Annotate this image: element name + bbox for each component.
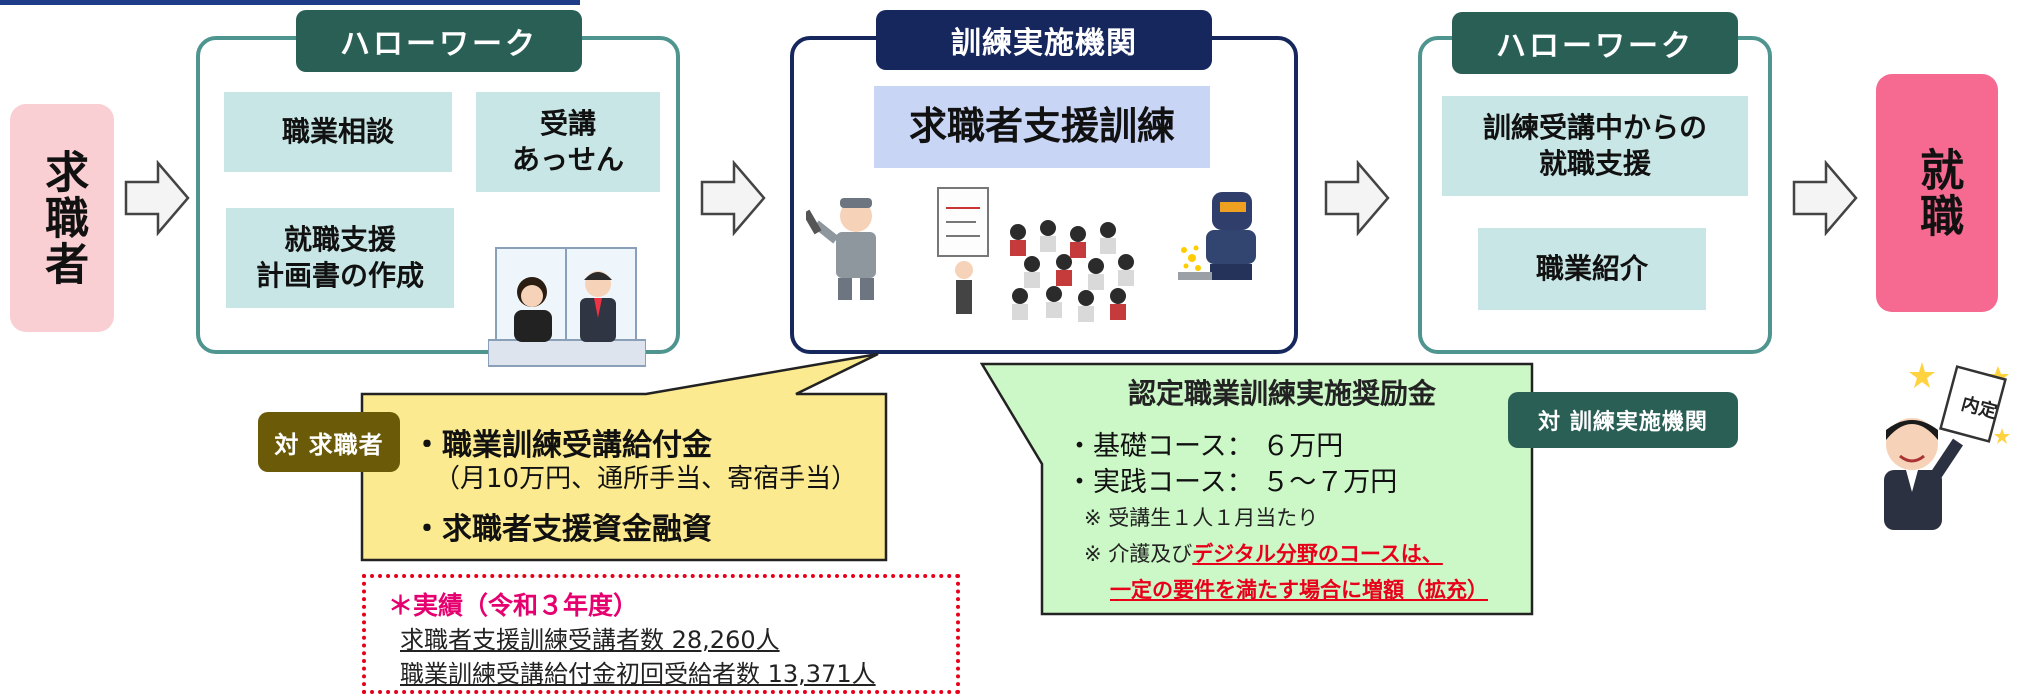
- mechanic-illustration: [806, 198, 876, 300]
- job-consultation-box: 職業相談: [224, 92, 452, 172]
- arrow-right-icon: [1792, 160, 1858, 236]
- employment-label: 就職: [1912, 147, 1964, 239]
- support-plan-label: 就職支援 計画書の作成: [255, 222, 424, 292]
- job-referral-label: 職業紹介: [1535, 251, 1648, 285]
- arrow-right-icon: [700, 160, 766, 236]
- support-plan-box: 就職支援 計画書の作成: [226, 208, 454, 308]
- job-seeker-callout-bubble: [360, 352, 888, 562]
- job-seeker-label: 求職者: [37, 149, 89, 287]
- loan-line: ・求職者支援資金融資: [412, 512, 712, 547]
- course-referral-box: 受講 あっせん: [476, 92, 660, 192]
- job-consultation-label: 職業相談: [281, 114, 394, 148]
- in-training-support-box: 訓練受講中からの 就職支援: [1442, 96, 1748, 196]
- results-title: ＊実績（令和３年度）: [388, 591, 639, 620]
- hello-work-title-1: ハローワーク: [296, 10, 582, 72]
- training-org-title: 訓練実施機関: [876, 10, 1212, 70]
- hello-work-title-2: ハローワーク: [1452, 12, 1738, 74]
- basic-course-line: ・基礎コース： ６万円: [1066, 431, 1344, 462]
- welder-illustration: [1178, 192, 1256, 280]
- employment-node: 就職: [1876, 74, 1998, 312]
- digital-note-prefix: ※ 介護及び: [1084, 542, 1193, 566]
- incentive-title: 認定職業訓練実施奨励金: [1128, 377, 1437, 410]
- results-line-1: 求職者支援訓練受講者数 28,260人: [400, 626, 780, 654]
- per-student-note: ※ 受講生１人１月当たり: [1084, 506, 1319, 530]
- digital-note: ※ 介護及びデジタル分野のコースは、: [1084, 538, 1443, 568]
- job-seeker-node: 求職者: [10, 104, 114, 332]
- job-seeker-tag: 対 求職者: [258, 412, 400, 472]
- in-training-support-label: 訓練受講中からの 就職支援: [1482, 110, 1707, 180]
- training-org-tag: 対 訓練実施機関: [1508, 392, 1738, 448]
- arrow-right-icon: [1324, 160, 1390, 236]
- job-seeker-training-label: 求職者支援訓練: [908, 104, 1175, 149]
- results-box: [362, 574, 960, 694]
- practical-course-line: ・実践コース： ５～７万円: [1066, 467, 1398, 498]
- training-benefit-detail: （月10万円、通所手当、寄宿手当）: [434, 464, 858, 494]
- job-referral-box: 職業紹介: [1478, 228, 1706, 310]
- job-offer-illustration: 内定: [1884, 362, 2010, 530]
- job-seeker-training-box: 求職者支援訓練: [874, 86, 1210, 168]
- digital-note-highlight: デジタル分野のコースは、: [1192, 542, 1443, 566]
- top-accent-bar: [0, 0, 580, 5]
- increase-note: 一定の要件を満たす場合に増額（拡充）: [1110, 578, 1488, 602]
- consultation-illustration: [488, 247, 646, 367]
- arrow-right-icon: [124, 160, 190, 236]
- classroom-illustration: [937, 187, 1134, 322]
- results-line-2: 職業訓練受講給付金初回受給者数 13,371人: [400, 660, 876, 688]
- course-referral-label: 受講 あっせん: [511, 106, 624, 176]
- training-benefit-line: ・職業訓練受講給付金: [412, 428, 712, 463]
- incentive-callout-bubble: [980, 362, 1534, 616]
